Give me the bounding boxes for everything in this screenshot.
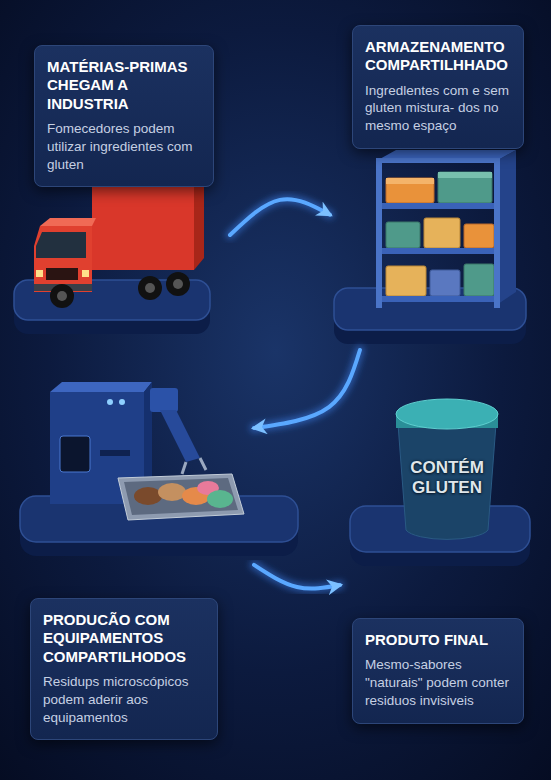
step-heading: MATÉRIAS-PRIMAS CHEGAM A INDUSTRIA bbox=[47, 58, 201, 113]
storage-shelf bbox=[378, 203, 500, 209]
truck-icon bbox=[145, 283, 155, 293]
text-panel: PRODUCÃO COM EQUIPAMENTOS COMPARTILHODOS… bbox=[30, 598, 218, 740]
production-machine bbox=[207, 490, 233, 508]
production-machine bbox=[50, 382, 152, 392]
step-description: Mesmo-sabores "naturais" podem conter re… bbox=[365, 656, 511, 709]
production-machine bbox=[118, 474, 244, 520]
step-description: Ingredlentes com e sem gluten mistura- d… bbox=[365, 82, 511, 135]
storage-shelf bbox=[378, 248, 500, 254]
package-label: CONTÉM GLUTEN bbox=[398, 458, 496, 497]
arrow-line bbox=[254, 350, 360, 428]
production-machine bbox=[134, 487, 162, 505]
production-machine bbox=[160, 410, 200, 462]
product-tub bbox=[396, 399, 498, 429]
production-machine bbox=[100, 450, 130, 456]
arrow-line bbox=[230, 199, 330, 235]
truck-icon bbox=[34, 176, 204, 308]
process-step: MATÉRIAS-PRIMAS CHEGAM A INDUSTRIA Fomece… bbox=[12, 40, 230, 340]
truck-icon bbox=[138, 276, 162, 300]
production-machine bbox=[107, 399, 113, 405]
production-machine bbox=[119, 399, 125, 405]
truck-platform bbox=[14, 280, 210, 320]
flow-arrow bbox=[230, 199, 330, 235]
process-step: PRODUTO FINAL Mesmo-sabores "naturais" po… bbox=[340, 385, 535, 750]
truck-icon bbox=[82, 270, 89, 277]
storage-shelf bbox=[438, 172, 492, 203]
step-description: Fomecedores podem utilizar ingredientes … bbox=[47, 120, 201, 173]
production-machine bbox=[124, 478, 238, 515]
text-panel: MATÉRIAS-PRIMAS CHEGAM A INDUSTRIA Fomece… bbox=[34, 45, 214, 187]
truck-icon bbox=[57, 291, 67, 301]
flow-arrow bbox=[254, 565, 340, 589]
truck-icon bbox=[36, 270, 43, 277]
truck-icon bbox=[166, 272, 190, 296]
step-heading: PRODUTO FINAL bbox=[365, 631, 511, 649]
step-description: Residups microscópicos podem aderir aos … bbox=[43, 673, 205, 726]
step-heading: PRODUCÃO COM EQUIPAMENTOS COMPARTILHODOS bbox=[43, 611, 205, 666]
truck-icon bbox=[36, 232, 86, 258]
production-machine bbox=[60, 436, 90, 472]
truck-icon bbox=[194, 176, 204, 270]
arrow-glow bbox=[230, 199, 330, 235]
flow-arrow bbox=[254, 350, 360, 428]
storage-shelf bbox=[494, 158, 500, 308]
text-panel: PRODUTO FINAL Mesmo-sabores "naturais" po… bbox=[352, 618, 524, 724]
storage-shelf bbox=[376, 158, 500, 163]
storage-shelf bbox=[386, 178, 434, 184]
storage-shelf bbox=[386, 222, 420, 248]
storage-shelf bbox=[498, 150, 516, 304]
product-tub bbox=[396, 399, 498, 539]
truck-icon bbox=[46, 268, 78, 280]
step-heading: ARMAZENAMENTO COMPARTILHHADO bbox=[365, 38, 511, 75]
process-step: PRODUCÃO COM EQUIPAMENTOS COMPARTILHODOS… bbox=[14, 365, 254, 745]
truck-platform bbox=[14, 280, 210, 334]
storage-shelf bbox=[464, 224, 494, 248]
production-machine bbox=[158, 483, 186, 501]
storage-shelf bbox=[376, 150, 516, 308]
storage-shelf bbox=[376, 158, 382, 308]
truck-icon bbox=[34, 226, 92, 292]
truck-icon bbox=[50, 284, 74, 308]
storage-shelf bbox=[378, 296, 500, 302]
production-machine bbox=[150, 388, 178, 412]
text-panel: ARMAZENAMENTO COMPARTILHHADO Ingredlentes… bbox=[352, 25, 524, 149]
storage-shelf bbox=[438, 172, 492, 178]
arrow-glow bbox=[254, 350, 360, 428]
product-tub bbox=[398, 424, 496, 539]
storage-shelf bbox=[386, 266, 426, 296]
process-step: ARMAZENAMENTO COMPARTILHHADO Ingredlentes… bbox=[330, 20, 535, 350]
truck-icon bbox=[173, 279, 183, 289]
truck-icon bbox=[40, 218, 96, 226]
production-machine bbox=[50, 382, 244, 520]
storage-shelf bbox=[424, 218, 460, 248]
arrow-glow bbox=[254, 565, 340, 589]
storage-shelf bbox=[430, 270, 460, 296]
truck-icon bbox=[92, 186, 194, 270]
storage-shelf bbox=[386, 178, 434, 203]
production-machine bbox=[182, 458, 206, 474]
storage-shelf bbox=[464, 264, 494, 296]
arrow-line bbox=[254, 565, 340, 589]
